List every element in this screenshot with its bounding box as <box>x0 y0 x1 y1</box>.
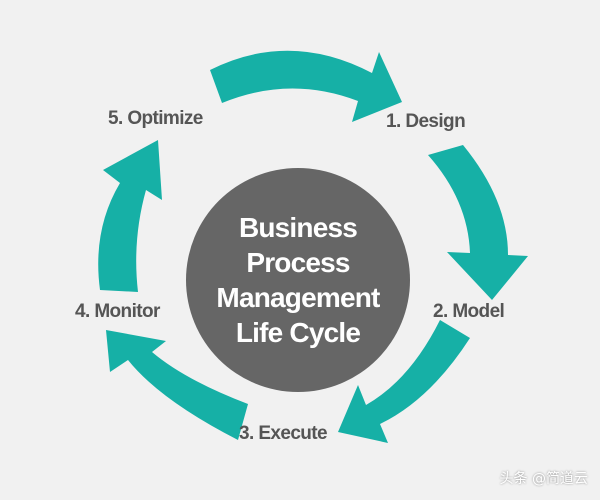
center-circle <box>186 168 410 392</box>
stage-label-design: 1. Design <box>386 111 466 132</box>
center-title-line-2: Process <box>246 247 350 278</box>
center-title: Business Process Management Life Cycle <box>186 168 410 392</box>
center-title-line-1: Business <box>238 212 358 243</box>
arrow-optimize-to-design <box>210 50 402 122</box>
arrow-model-to-execute <box>338 320 470 443</box>
watermark: 头条 @简道云 <box>499 471 588 487</box>
arrow-monitor-to-optimize <box>98 140 162 292</box>
stage-label-optimize: 5. Optimize <box>108 108 203 129</box>
arrow-design-to-model <box>428 145 528 300</box>
center-title-line-4: Life Cycle <box>235 317 361 348</box>
stage-label-model: 2. Model <box>433 301 505 322</box>
center-title-line-3: Management <box>216 282 380 313</box>
stage-label-monitor: 4. Monitor <box>75 301 160 322</box>
arrow-execute-to-monitor <box>106 330 248 440</box>
stage-label-execute: 3. Execute <box>239 423 328 444</box>
